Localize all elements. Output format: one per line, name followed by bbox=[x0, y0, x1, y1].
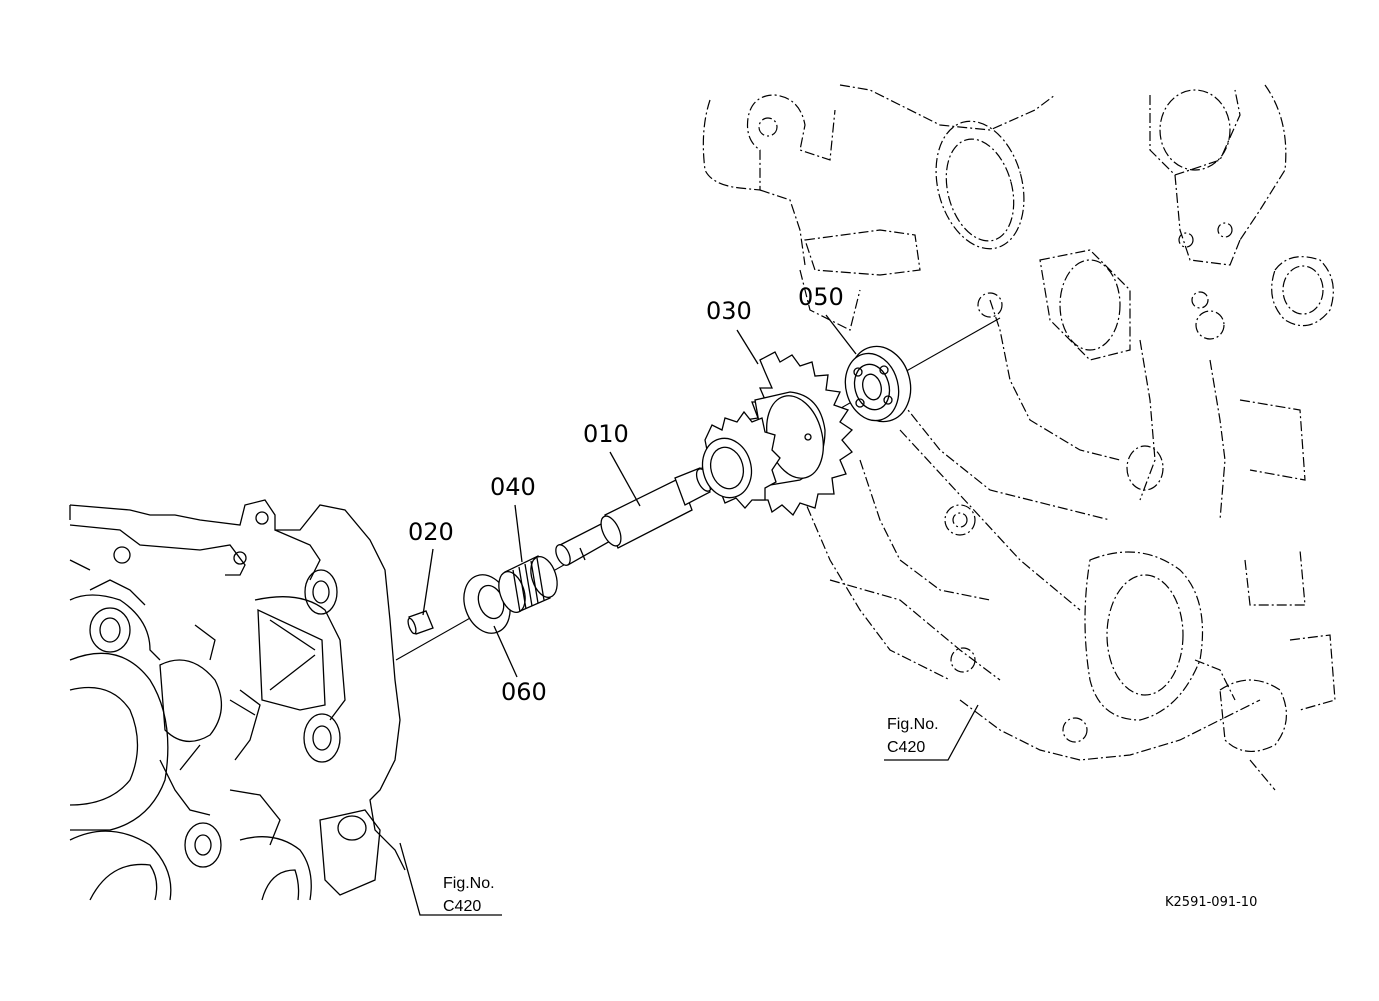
label-050: 050 bbox=[798, 283, 844, 311]
ref-left-fig-label: Fig.No. bbox=[443, 875, 495, 892]
part-050-ball-bearing bbox=[844, 345, 912, 423]
ref-left-fig-code: C420 bbox=[443, 898, 481, 915]
part-020-pin bbox=[407, 610, 434, 635]
part-010-shaft bbox=[555, 467, 713, 566]
ref-right-fig-label: Fig.No. bbox=[887, 716, 939, 733]
part-040-needle-bearing bbox=[498, 555, 558, 613]
leader-lines bbox=[399, 314, 979, 916]
left-housing bbox=[69, 499, 406, 901]
label-020: 020 bbox=[408, 518, 454, 546]
drawing-code: K2591-091-10 bbox=[1165, 895, 1257, 910]
part-030-gear bbox=[701, 351, 854, 517]
ref-right-fig-code: C420 bbox=[887, 739, 925, 756]
label-040: 040 bbox=[490, 473, 536, 501]
label-010: 010 bbox=[583, 420, 629, 448]
label-060: 060 bbox=[501, 678, 547, 706]
label-030: 030 bbox=[706, 297, 752, 325]
